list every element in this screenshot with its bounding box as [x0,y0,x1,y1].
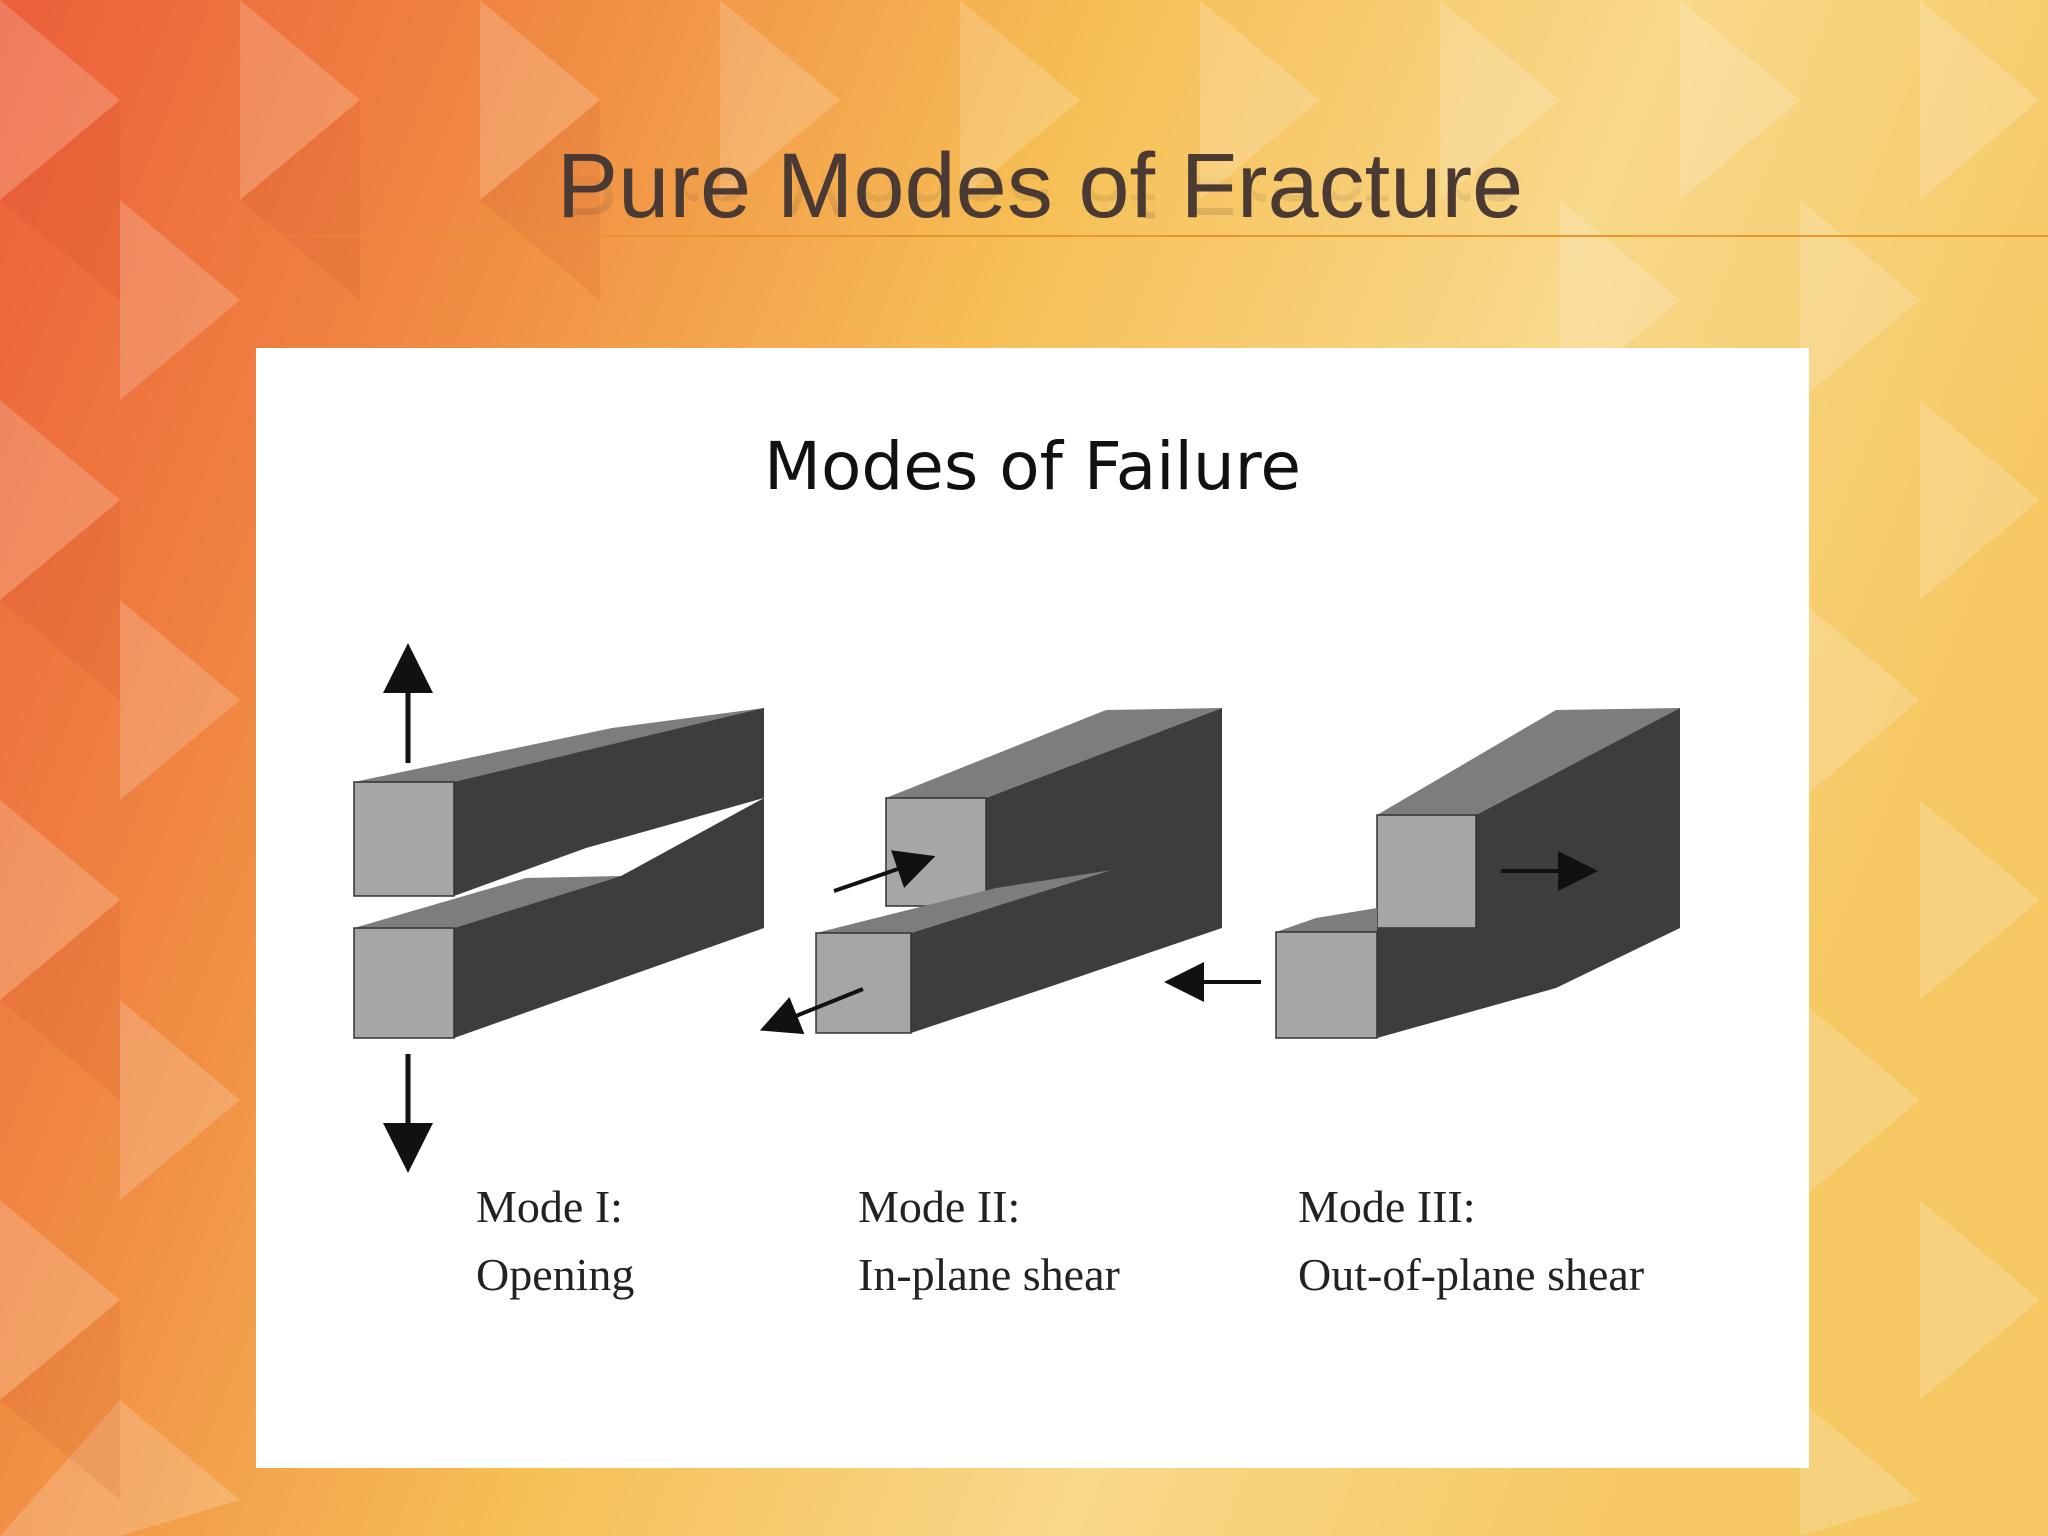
title-underline [160,235,2048,237]
mode1-upper-top [354,708,764,782]
mode-2-inplane-shear-illustration [759,708,1222,1035]
mode1-upper-face [353,781,455,897]
mode-3-description: Out-of-plane shear [1298,1249,1645,1300]
mode3-lower-side [1377,928,1680,1038]
mode-3-label: Mode III: Out-of-plane shear [1298,1173,1644,1309]
mode1-upper-side [454,708,764,896]
mode-1-opening-illustration [353,643,764,1173]
mode-1-name: Mode I: [476,1181,623,1232]
mode-2-name: Mode II: [858,1181,1021,1232]
mode-3-outofplane-shear-illustration [1164,708,1680,1039]
mode-1-description: Opening [476,1249,635,1300]
mode2-arrow-outward [759,987,864,1035]
mode1-lower-top [354,876,621,928]
mode2-upper-top [886,708,1222,798]
mode3-lower-top [1276,908,1377,932]
figure-panel: Modes of Failure [256,348,1809,1468]
mode2-upper-face [885,797,987,907]
mode3-lower-face [1275,931,1378,1039]
mode1-lower-side [454,798,764,1038]
mode-1-label: Mode I: Opening [476,1173,634,1309]
figure-title: Modes of Failure [764,428,1301,505]
mode-3-name: Mode III: [1298,1181,1476,1232]
slide-title: Pure Modes of Fracture [556,135,1524,237]
mode-2-label: Mode II: In-plane shear [858,1173,1120,1309]
mode-2-description: In-plane shear [858,1249,1120,1300]
mode3-upper-top [1377,708,1680,815]
mode2-arrow-inward [833,850,936,893]
mode3-upper-face [1376,814,1477,929]
mode2-lower-top [816,870,1112,933]
fracture-modes-diagram [353,643,1680,1173]
mode2-lower-face [815,932,912,1034]
mode1-lower-face [353,927,455,1039]
slide-title-reflection: Pure Modes of Fracture [556,169,1524,229]
mode2-lower-side [911,858,1222,1033]
